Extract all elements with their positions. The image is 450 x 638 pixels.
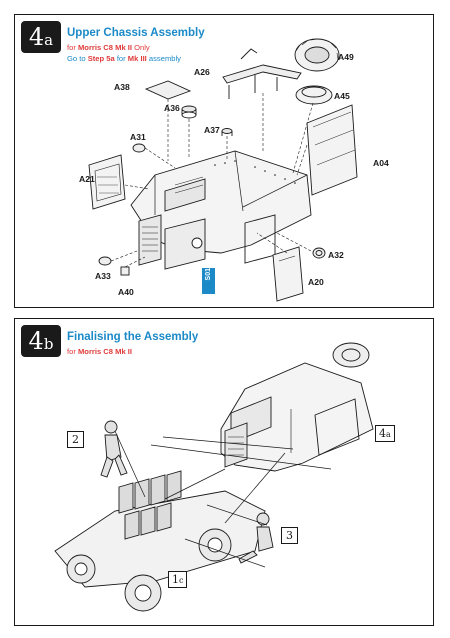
reference-step-4a: 4a <box>375 425 395 442</box>
part-label-a31: A31 <box>130 132 146 142</box>
step-4a-title: Upper Chassis Assembly <box>67 27 205 39</box>
upper-chassis-diagram <box>88 38 358 302</box>
reference-step-1c: 1c <box>168 571 188 588</box>
step-4a-note-model: for Morris C8 Mk II Only <box>67 43 150 52</box>
step-4b-badge: 4b <box>21 325 61 357</box>
figure-number-3: 3 <box>281 527 298 544</box>
step-4b-panel: 4b Finalising the Assembly for Morris C8… <box>14 318 434 626</box>
figure-number-2: 2 <box>67 431 84 448</box>
step-4a-panel: 4a Upper Chassis Assembly for Morris C8 … <box>14 14 434 308</box>
part-label-a36: A36 <box>164 103 180 113</box>
part-label-a40: A40 <box>118 287 134 297</box>
part-label-a32: A32 <box>328 250 344 260</box>
part-label-a21: A21 <box>79 174 95 184</box>
part-label-a04: A04 <box>373 158 389 168</box>
part-label-a45: A45 <box>334 91 350 101</box>
part-label-a38: A38 <box>114 82 130 92</box>
part-label-a33: A33 <box>95 271 111 281</box>
final-assembly-diagram <box>54 342 374 612</box>
part-label-a26: A26 <box>194 67 210 77</box>
step-4b-note-model: for Morris C8 Mk II <box>67 347 132 356</box>
step-4b-title: Finalising the Assembly <box>67 331 199 343</box>
sprue-callout-s01: S01 <box>202 268 215 294</box>
step-4a-badge: 4a <box>21 21 61 53</box>
part-label-a37: A37 <box>204 125 220 135</box>
part-label-a49: A49 <box>338 52 354 62</box>
part-label-a20: A20 <box>308 277 324 287</box>
step-4a-note-alternate: Go to Step 5a for Mk III assembly <box>67 54 181 63</box>
